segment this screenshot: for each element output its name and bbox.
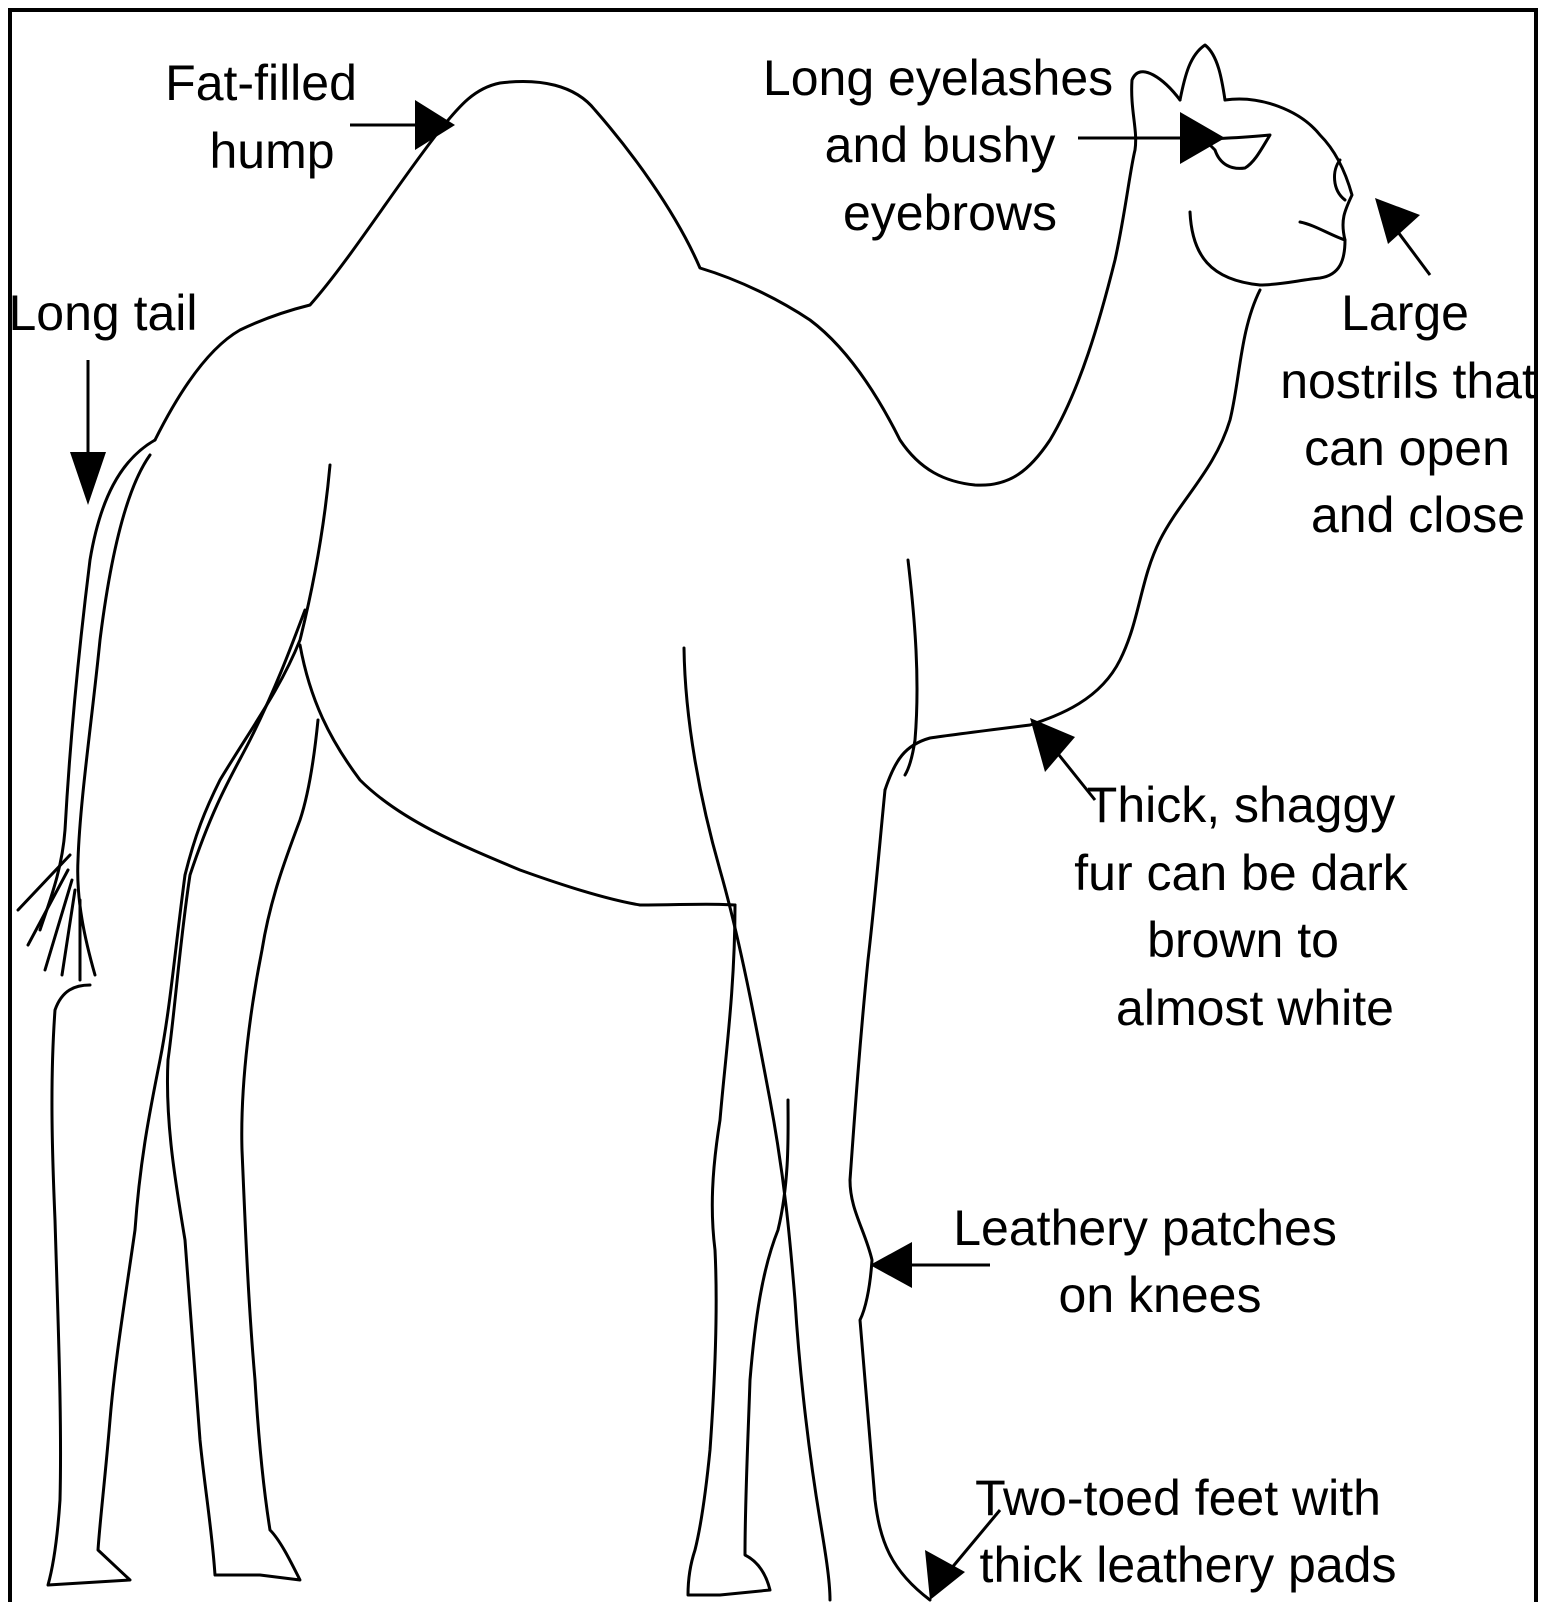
camel-chin [1190,212,1260,285]
camel-tail [40,440,155,930]
camel-hind-leg-far [167,610,318,1580]
camel-tail-tuft-b [28,870,68,945]
label-tail: Long tail [8,285,197,341]
label-feet: Two-toed feet with thick leathery pads [975,1470,1396,1593]
camel-mouth [1300,222,1345,240]
label-nostrils: Large nostrils that can open and close [1280,285,1541,543]
camel-head [1225,99,1352,285]
camel-chest [905,560,917,775]
camel-belly [300,645,735,905]
nostrils-leader [1395,228,1430,275]
camel-tail-inner [78,455,150,975]
annotation-labels: Fat-filled hump Long eyelashes and bushy… [8,50,1541,1593]
nostrils-arrowhead [1375,198,1420,244]
label-fur: Thick, shaggy fur can be dark brown to a… [1074,777,1421,1036]
camel-front-leg-near [850,790,930,1600]
camel-ear [1180,45,1225,100]
label-knees: Leathery patches on knees [953,1200,1351,1323]
fur-arrowhead [1030,718,1075,772]
camel-front-leg-far-rear [688,905,788,1595]
knees-arrowhead [870,1242,912,1288]
camel-tail-tuft-c [45,880,72,970]
label-hump: Fat-filled hump [165,55,371,179]
label-eyelashes: Long eyelashes and bushy eyebrows [763,50,1127,241]
hump-arrowhead [415,100,455,150]
camel-front-leg-far [684,648,830,1600]
tail-arrowhead [70,452,106,505]
camel-throat [885,290,1260,790]
camel-hind-leg-near [48,465,330,1585]
